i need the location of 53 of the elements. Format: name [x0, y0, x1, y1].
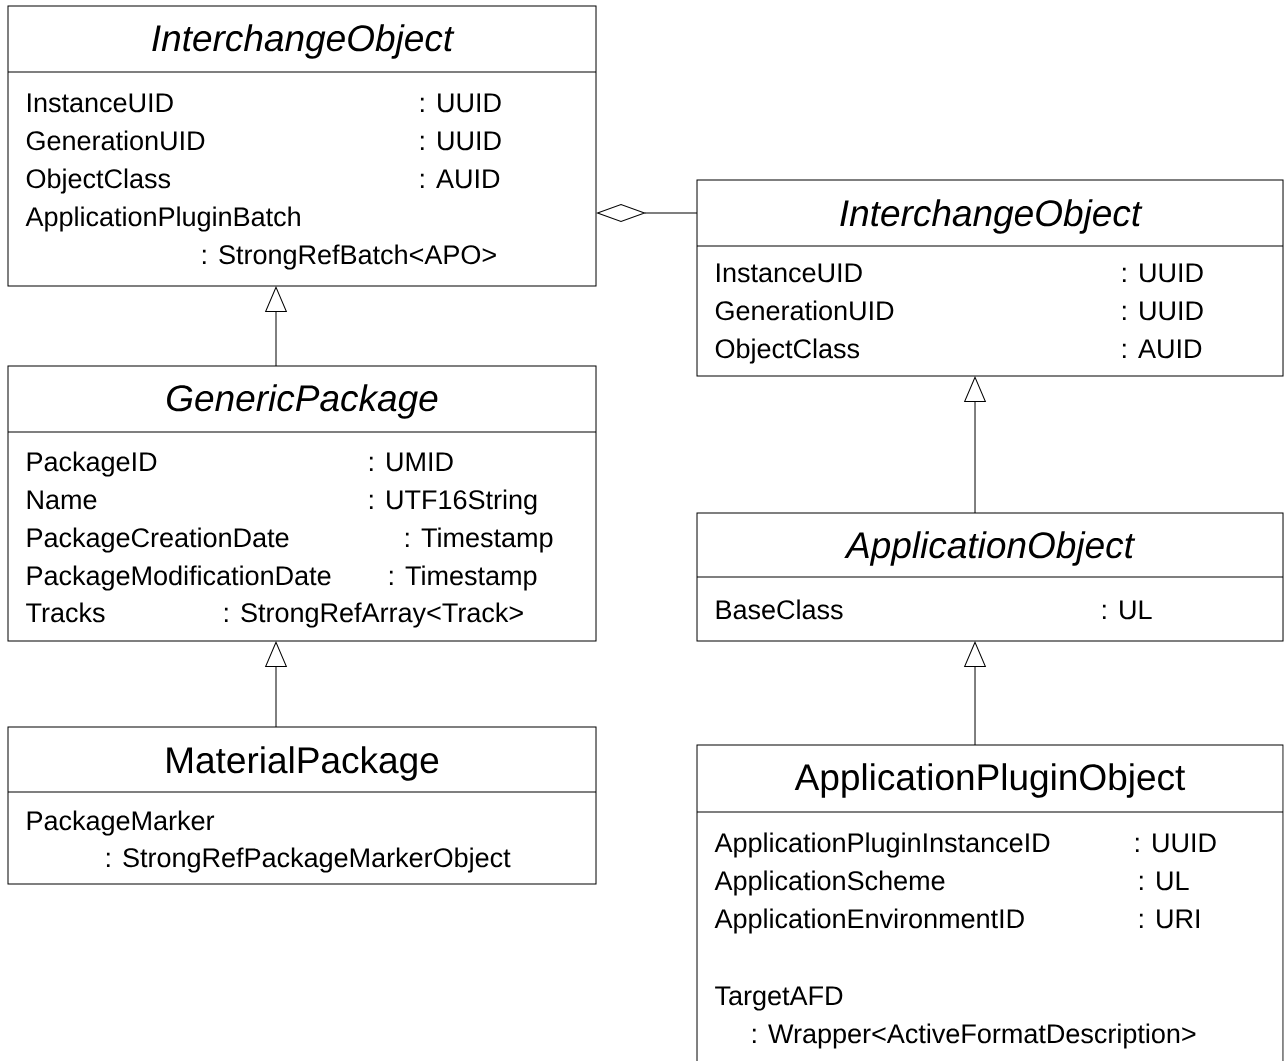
class-name: MaterialPackage	[167, 746, 439, 781]
attribute-name: GenerationUID	[715, 300, 894, 321]
attribute-type: : URI	[1140, 909, 1199, 929]
attribute-name: PackageCreationDate	[27, 527, 289, 553]
attribute-type: : Wrapper<ActiveFormatDescription>	[752, 1023, 1196, 1049]
class-box	[696, 744, 1284, 1061]
attribute-type: : UUID	[420, 131, 501, 151]
class-box	[696, 179, 1284, 377]
attribute-type: : Timestamp	[405, 527, 553, 553]
inheritance-arrow	[265, 641, 287, 728]
class-box	[7, 5, 597, 287]
attribute-name: ApplicationScheme	[714, 870, 945, 896]
attribute-type: : StrongRefBatch<APO>	[202, 244, 496, 270]
attribute-type: : UUID	[1136, 833, 1216, 853]
attribute-name: Tracks	[26, 602, 105, 623]
aggregation-line	[597, 204, 698, 222]
attribute-type: : Timestamp	[389, 565, 537, 591]
class-box	[7, 726, 597, 885]
class-box	[7, 365, 597, 642]
attribute-name: ApplicationPluginInstanceID	[714, 832, 1050, 858]
class-box	[696, 512, 1284, 642]
attribute-name: Name	[27, 490, 97, 510]
attribute-name: InstanceUID	[717, 263, 862, 283]
class-name: InterchangeObject	[840, 199, 1143, 234]
class-name: GenericPackage	[167, 384, 438, 419]
attribute-type: : UUID	[420, 93, 501, 113]
attribute-name: InstanceUID	[28, 93, 173, 113]
attribute-type: : UMID	[369, 452, 453, 472]
attribute-name: GenerationUID	[26, 130, 205, 151]
attribute-name: PackageID	[27, 451, 157, 477]
attribute-name: TargetAFD	[715, 986, 843, 1011]
class-name: InterchangeObject	[152, 24, 455, 59]
class-name: ApplicationPluginObject	[794, 763, 1186, 798]
attribute-type: : UL	[1103, 600, 1152, 620]
attribute-name: BaseClass	[716, 599, 843, 620]
attribute-type: : AUID	[420, 169, 500, 189]
inheritance-arrow	[964, 376, 986, 514]
attribute-type: : StrongRefArray<Track>	[224, 602, 523, 628]
attribute-type: : UTF16String	[369, 489, 537, 515]
inheritance-arrow	[964, 641, 986, 746]
attribute-type: : UUID	[1123, 301, 1203, 321]
attribute-type: : UL	[1140, 871, 1189, 891]
attribute-name: PackageModificationDate	[27, 565, 331, 591]
attribute-name: ObjectClass	[715, 338, 860, 364]
attribute-type: : UUID	[1123, 263, 1203, 283]
attribute-type: : StrongRefPackageMarkerObject	[106, 847, 511, 873]
class-name: ApplicationObject	[844, 531, 1136, 566]
attribute-name: ApplicationPluginBatch	[25, 206, 300, 232]
attribute-type: : AUID	[1123, 339, 1202, 359]
attribute-name: ApplicationEnvironmentID	[714, 908, 1024, 934]
attribute-name: ObjectClass	[26, 168, 171, 194]
attribute-name: PackageMarker	[27, 810, 215, 836]
inheritance-arrow	[265, 286, 287, 367]
